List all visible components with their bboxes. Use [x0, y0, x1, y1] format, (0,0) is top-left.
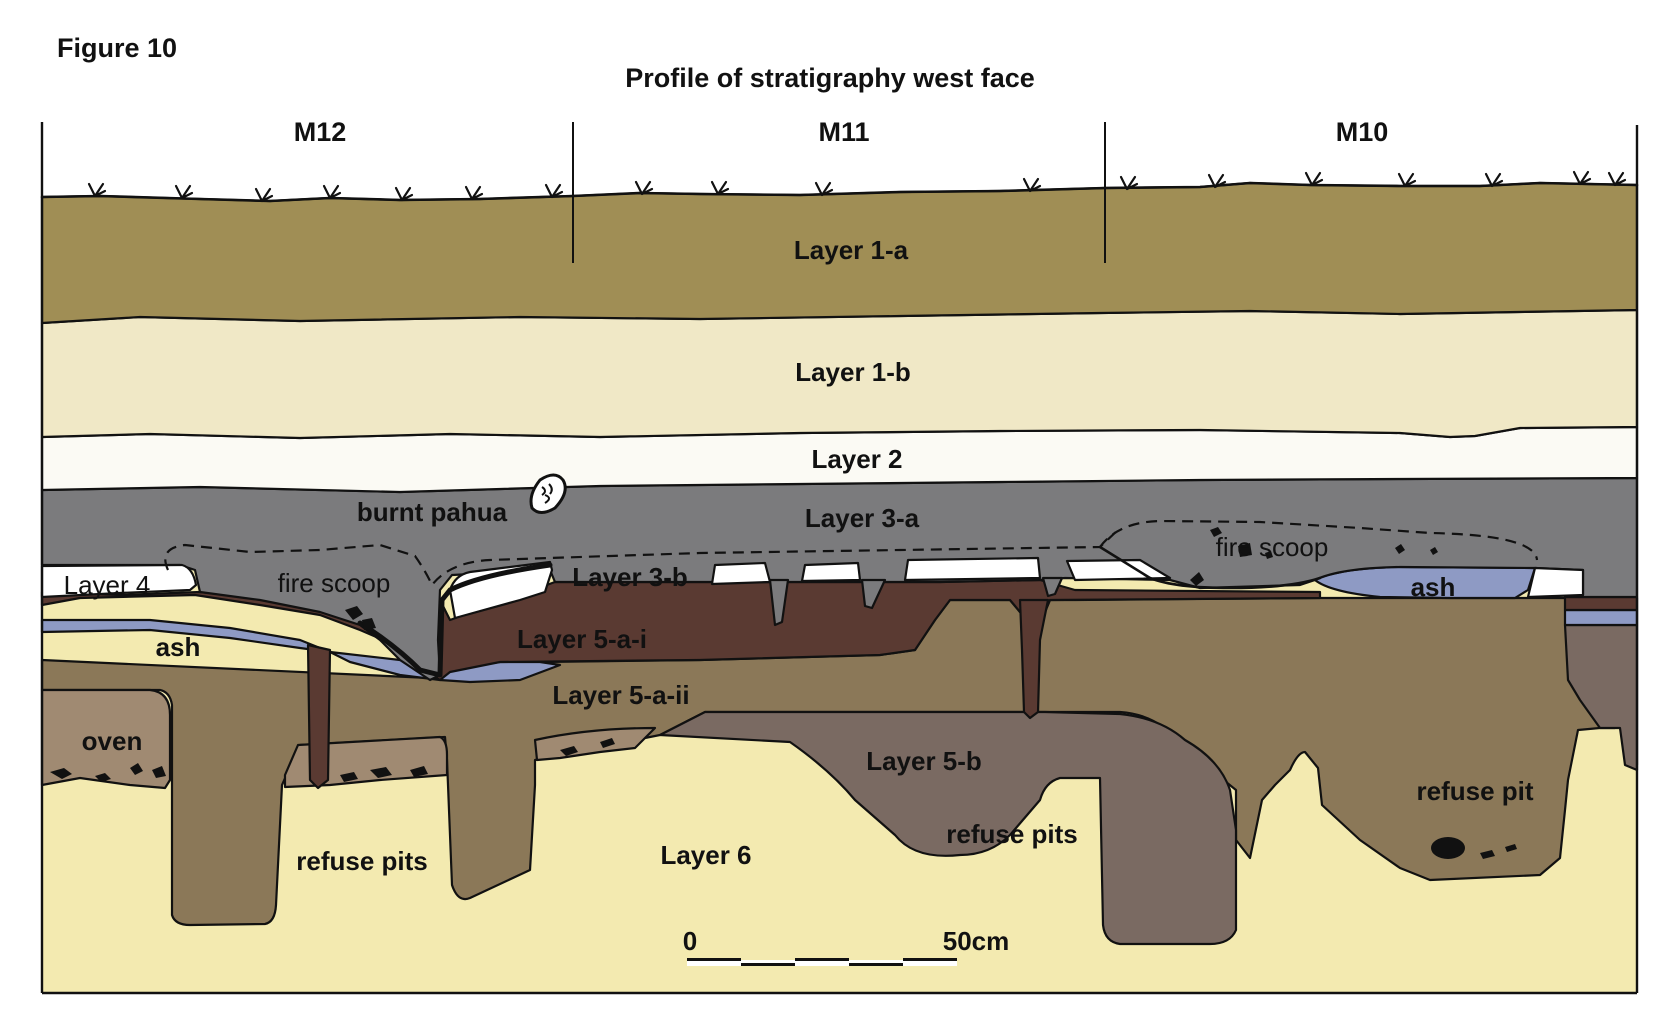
scale-bar	[687, 958, 957, 966]
post-left-fill	[306, 643, 332, 790]
layer-4-block-right-fill	[1526, 566, 1585, 599]
fire-scoop-right-outline	[1099, 519, 1539, 561]
grass-tuft-icon	[87, 182, 107, 198]
grass-tuft-icon	[464, 185, 484, 201]
scale-bar-segment	[903, 958, 957, 961]
burnt-pahua-icon	[529, 473, 567, 514]
figure-title: Profile of stratigraphy west face	[625, 63, 1035, 93]
refuse-pit-label: refuse pit	[1416, 776, 1533, 806]
layer-4-left-fill	[40, 563, 198, 599]
grass-tuft-icon	[1022, 177, 1042, 193]
layer-3a-label: Layer 3-a	[805, 503, 920, 533]
scale-bar-segment	[849, 963, 903, 966]
layer-1a-label: Layer 1-a	[794, 235, 909, 265]
grass-tufts	[40, 170, 1639, 203]
refuse-pits-right-label: refuse pits	[946, 819, 1078, 849]
grid-label-m12: M12	[294, 117, 347, 147]
grid-label-m11: M11	[818, 117, 869, 147]
grass-tuft-icon	[254, 187, 274, 203]
refuse-pits-left-label: refuse pits	[296, 846, 428, 876]
ash-right-edge-fill	[1563, 608, 1639, 627]
layer-4-block-3-fill	[800, 561, 862, 583]
fire-scoop-left-outline	[164, 527, 1121, 588]
fire-scoop-left-label: fire scoop	[278, 568, 391, 598]
layer-2-label: Layer 2	[811, 444, 902, 474]
layer-5ai-right-edge-fill	[1563, 595, 1639, 612]
scale-bar-segment	[741, 963, 795, 966]
oven-label: oven	[82, 726, 143, 756]
grid-label-m10: M10	[1336, 117, 1389, 147]
fire-scoop-left-wall	[357, 562, 553, 678]
grass-tuft-icon	[1119, 175, 1139, 191]
gray-spike-3	[1041, 576, 1064, 598]
gray-spike-2	[860, 578, 887, 610]
layer-4-label: Layer 4	[64, 570, 151, 600]
layer-3b-label: Layer 3-b	[572, 562, 688, 592]
figure-label: Figure 10	[57, 33, 177, 63]
layer-5b-label: Layer 5-b	[866, 746, 982, 776]
grass-tuft-icon	[322, 184, 342, 200]
layer-4-block-4-fill	[903, 556, 1042, 582]
ash-left-label: ash	[156, 632, 201, 662]
layer-4-block-1-fill	[448, 560, 554, 620]
grass-tuft-icon	[174, 184, 194, 200]
scale-end-label: 50cm	[943, 926, 1010, 956]
post-middle-fill	[1018, 598, 1050, 720]
ash-right-label: ash	[1411, 572, 1456, 602]
layer-6-label: Layer 6	[660, 840, 751, 870]
grass-tuft-icon	[1397, 172, 1417, 188]
grass-tuft-icon	[634, 180, 654, 196]
charcoal-flecks	[50, 527, 1517, 859]
layer-5b-fill	[658, 710, 1238, 946]
grass-tuft-icon	[394, 186, 414, 202]
grass-tuft-icon	[1607, 171, 1627, 187]
grass-tuft-icon	[814, 181, 834, 197]
grass-tuft-icon	[1304, 171, 1324, 187]
scale-start-label: 0	[683, 926, 697, 956]
fire-scoop-right-edge	[1098, 545, 1322, 590]
gray-spike-1	[768, 578, 790, 627]
grass-tuft-icon	[544, 183, 564, 199]
layer-1b-label: Layer 1-b	[795, 357, 911, 387]
layer-4-block-2-fill	[710, 561, 772, 586]
grass-tuft-icon	[1484, 172, 1504, 188]
grass-tuft-icon	[710, 180, 730, 196]
scale-bar-segment	[687, 958, 741, 961]
layer-5aii-label: Layer 5-a-ii	[552, 680, 689, 710]
layer-5ai-label: Layer 5-a-i	[517, 624, 647, 654]
fire-scoop-right-label: fire scoop	[1216, 532, 1329, 562]
ground-surface-line	[40, 181, 1639, 203]
scale-bar-segment	[795, 958, 849, 961]
burnt-pahua-label: burnt pahua	[357, 497, 508, 527]
grass-tuft-icon	[1207, 173, 1227, 189]
grass-tuft-icon	[1572, 170, 1592, 186]
